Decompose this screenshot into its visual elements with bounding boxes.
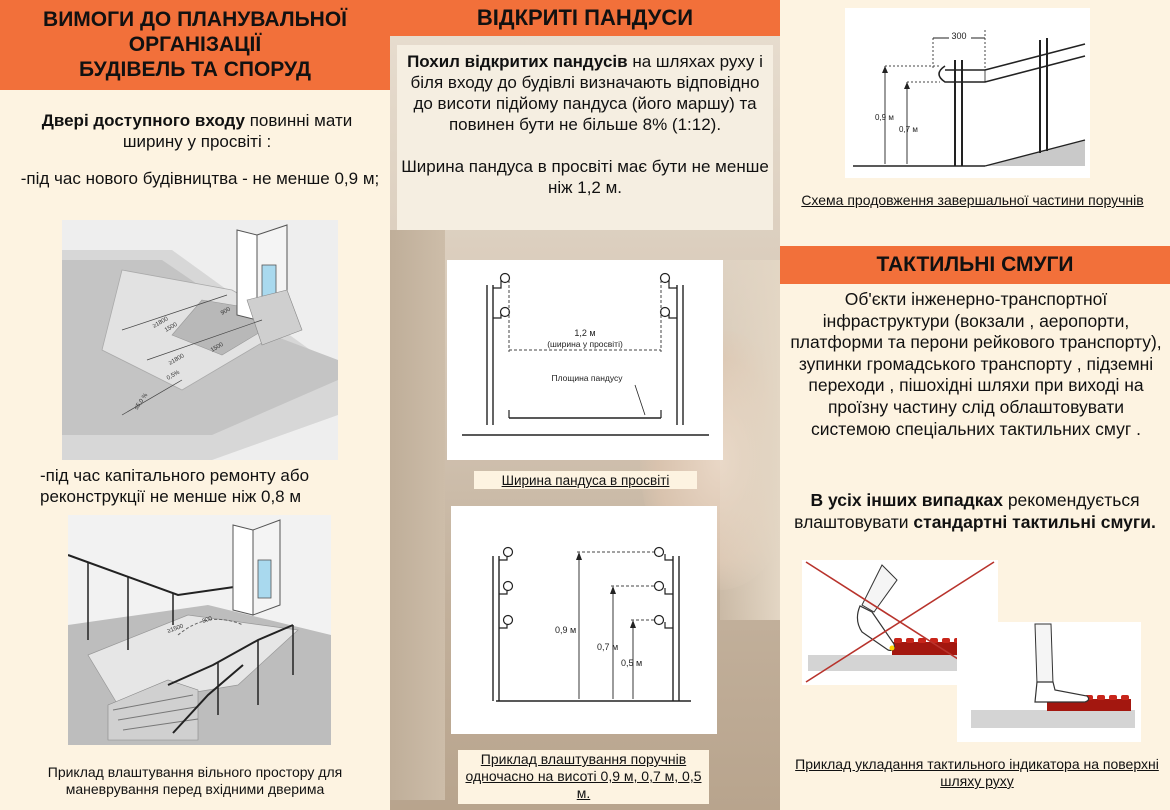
- ramp-surface-label: Площина пандусу: [551, 373, 623, 383]
- ramp-width-sub-label: (ширина у просвіті): [547, 339, 623, 349]
- door-width-text: Двері доступного входу повинні мати шири…: [12, 110, 382, 152]
- ramp-requirements-box: Похил відкритих пандусів на шляхах руху …: [397, 45, 773, 230]
- handrail-caption: Приклад влаштування поручнів одночасно н…: [465, 751, 702, 801]
- rail-height-09: 0,9 м: [875, 113, 894, 122]
- door-entrance-figure: ≥1800 1500 900 ≥1800 1500 0,5% ≤5,0 %: [62, 220, 338, 460]
- tactile-caption: Приклад укладання тактильного індикатора…: [795, 756, 1159, 789]
- tactile-section-title: ТАКТИЛЬНІ СМУГИ: [780, 246, 1170, 284]
- handrail-caption-box: [458, 750, 709, 804]
- maneuver-space-drawing: ≥1500 800: [67, 519, 331, 745]
- handrail-heights-drawing: 0,9 м 0,7 м 0,5 м: [492, 546, 691, 702]
- correct-tactile-drawing: [971, 623, 1135, 728]
- title-line-1: ВИМОГИ ДО ПЛАНУВАЛЬНОЇ: [43, 8, 347, 31]
- correct-tactile-example: [957, 622, 1141, 742]
- handrail-extension-diagram: 300 0,9 м 0,7 м: [845, 8, 1090, 178]
- maneuver-dim-1: ≥1500: [167, 623, 185, 635]
- door-entrance-drawing: ≥1800 1500 900 ≥1800 1500 0,5% ≤5,0 %: [62, 224, 338, 460]
- title-line-2: ОРГАНІЗАЦІЇ: [128, 33, 262, 56]
- maneuver-space-figure: ≥1500 800: [67, 515, 331, 745]
- ramp-width-text: Ширина пандуса в просвіті має бути не ме…: [401, 157, 769, 197]
- ramp-slope-text: Похил відкритих пандусів на шляхах руху …: [401, 51, 769, 135]
- ramp-width-drawing: 1,2 м (ширина у просвіті) Площина пандус…: [462, 272, 709, 436]
- maneuver-caption: Приклад влаштування вільного простору дл…: [47, 764, 343, 797]
- dim-label-3: 900: [220, 306, 232, 317]
- wrong-tactile-drawing: [805, 561, 995, 683]
- height-label-05: 0,5 м: [621, 658, 642, 668]
- door-width-bold: Двері доступного входу: [41, 111, 245, 130]
- other-cases-bold: В усіх інших випадках: [810, 490, 1003, 510]
- ramp-width-diagram: 1,2 м (ширина у просвіті) Площина пандус…: [447, 260, 723, 460]
- tactile-other-cases-text: В усіх інших випадках рекомендується вла…: [782, 490, 1168, 533]
- tactile-objects-text: Об'єкти інженерно-транспортної інфрастру…: [790, 289, 1162, 439]
- ramp-width-caption: Ширина пандуса в просвіті: [501, 473, 670, 488]
- ramp-slope-bold: Похил відкритих пандусів: [407, 52, 628, 71]
- other-cases-rest: рекомендується влаштовувати: [794, 490, 1140, 532]
- new-construction-text: -під час нового будівництва - не менше 0…: [20, 169, 380, 188]
- handrail-heights-diagram: 0,9 м 0,7 м 0,5 м: [451, 506, 717, 734]
- ramps-section-title: ВІДКРИТІ ПАНДУСИ: [390, 0, 780, 36]
- title-line-3: БУДІВЕЛЬ ТА СПОРУД: [79, 58, 311, 81]
- handrail-extension-caption: Схема продовження завершальної частини п…: [801, 192, 1144, 208]
- height-label-07: 0,7 м: [597, 642, 618, 652]
- ramp-slope-rest: на шляхах руху і біля входу до будівлі в…: [410, 52, 763, 134]
- extension-label: 300: [951, 31, 966, 41]
- handrail-extension-drawing: 300 0,9 м 0,7 м: [853, 30, 1086, 167]
- rail-height-07: 0,7 м: [899, 125, 918, 134]
- ramp-width-label: 1,2 м: [574, 328, 595, 338]
- maneuver-dim-2: 800: [202, 616, 214, 625]
- ramp-width-caption-box: [474, 471, 697, 489]
- background-counter: [720, 260, 780, 620]
- door-width-rest: повинні мати ширину у просвіті :: [122, 111, 353, 151]
- other-cases-bold-2: стандартні тактильні смуги.: [913, 511, 1156, 532]
- left-section-title: ВИМОГИ ДО ПЛАНУВАЛЬНОЇ ОРГАНІЗАЦІЇ БУДІВ…: [0, 0, 390, 90]
- background-cabinet: [390, 230, 445, 800]
- renovation-text: -під час капітального ремонту або реконс…: [40, 466, 310, 506]
- height-label-09: 0,9 м: [555, 625, 576, 635]
